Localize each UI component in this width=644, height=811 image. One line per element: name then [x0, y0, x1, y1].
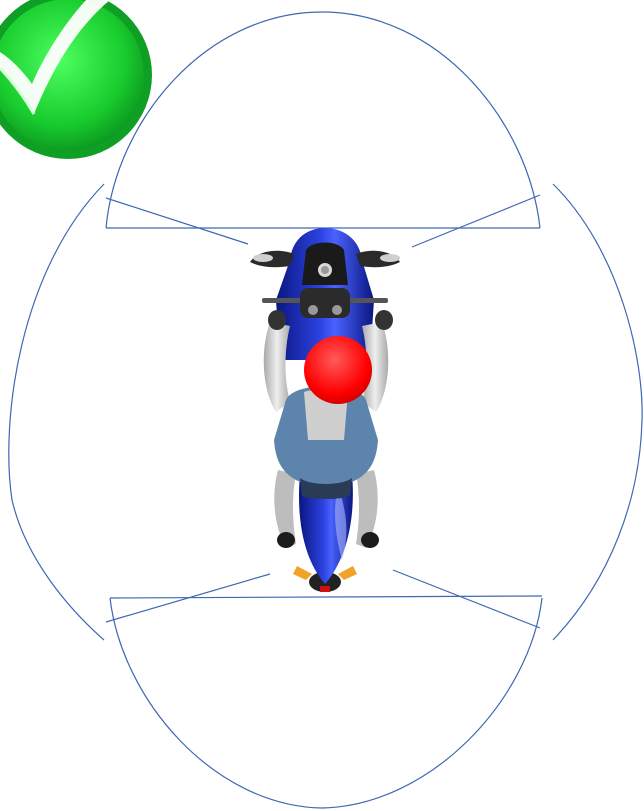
front-zone: [106, 12, 540, 247]
right-zone: [553, 184, 642, 640]
left-zone: [9, 184, 104, 640]
rear-zone: [106, 570, 542, 808]
motorcycle-illustration: [250, 228, 400, 592]
checkmark-icon: [0, 0, 152, 159]
